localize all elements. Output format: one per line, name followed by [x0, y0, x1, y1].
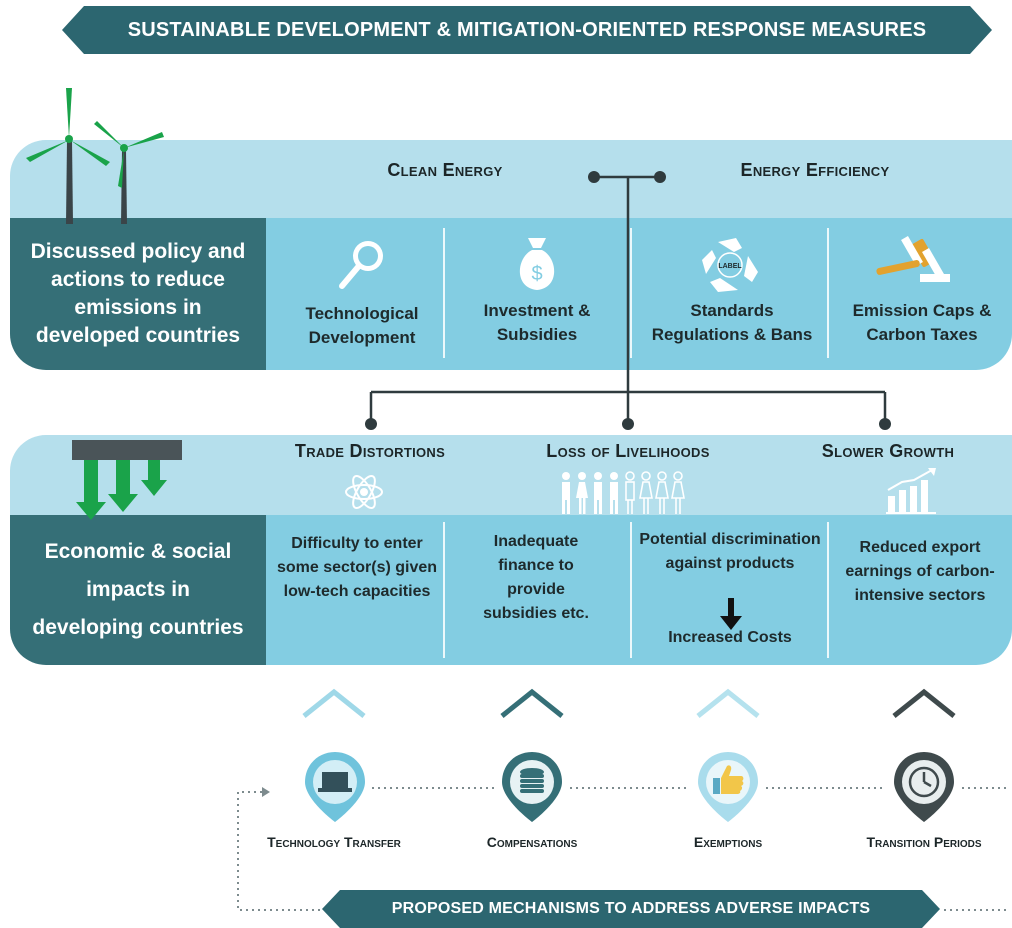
impact-inadequate-finance: Inadequate finance to provide subsidies … [483, 533, 589, 622]
divider [443, 522, 445, 658]
atom-icon [345, 475, 383, 509]
thumbs-up-icon [698, 752, 758, 822]
policy-items-band [265, 218, 1012, 370]
policy-label: Discussed policy and actions to reduce e… [30, 240, 246, 347]
chevrons [302, 688, 956, 718]
people-icon [562, 471, 685, 514]
laptop-icon [305, 752, 365, 822]
dotted-flow-lines [237, 787, 1010, 911]
divider [630, 522, 632, 658]
heading-clean-energy: Clean Energy [387, 160, 503, 180]
item-investment-subsidies: Investment & Subsidies [483, 301, 591, 344]
svg-text:$: $ [531, 263, 542, 285]
heading-slower-growth: Slower Growth [821, 441, 955, 461]
connector-lines [365, 171, 891, 430]
mechanism-transition-periods: Transition Periods [866, 834, 982, 850]
mechanism-exemptions: Exemptions [693, 834, 763, 850]
impact-difficulty-enter-sectors: Difficulty to enter some sector(s) given… [276, 535, 438, 600]
money-bag-icon: $ [519, 238, 555, 290]
bar-growth-icon [886, 468, 936, 514]
label-text: LABEL [718, 263, 742, 270]
divider [827, 228, 829, 358]
item-standards-regulations-bans: Standards Regulations & Bans [651, 301, 813, 344]
mechanism-technology-transfer: Technology Transfer [267, 834, 401, 850]
mechanism-compensations: Compensations [486, 834, 578, 850]
impact-reduced-export-earnings: Reduced export earnings of carbon-intens… [845, 539, 995, 604]
mechanisms-title: PROPOSED MECHANISMS TO ADDRESS ADVERSE I… [391, 900, 871, 917]
heading-energy-efficiency: Energy Efficiency [740, 160, 890, 180]
recycle-label-icon: LABEL [702, 238, 758, 292]
item-emission-caps-carbon-taxes: Emission Caps & Carbon Taxes [852, 301, 992, 344]
impact-potential-discrimination: Potential discrimination against product… [639, 531, 821, 572]
heading-loss-of-livelihoods: Loss of Livelihoods [546, 441, 710, 461]
policy-label-box: Discussed policy and actions to reduce e… [10, 218, 266, 370]
decline-arrows-icon [72, 440, 182, 520]
divider [827, 522, 829, 658]
mechanisms-banner: PROPOSED MECHANISMS TO ADDRESS ADVERSE I… [322, 890, 940, 928]
impacts-items-band [265, 515, 1012, 665]
item-technological-development: Technological Development [305, 304, 419, 347]
heading-trade-distortions: Trade Distortions [294, 441, 446, 461]
impacts-label: Economic & social impacts in developing … [32, 540, 244, 639]
wind-turbine-icon [26, 88, 164, 224]
impact-increased-costs: Increased Costs [668, 629, 792, 646]
title-text: SUSTAINABLE DEVELOPMENT & MITIGATION-ORI… [127, 18, 927, 41]
title-banner: SUSTAINABLE DEVELOPMENT & MITIGATION-ORI… [62, 6, 992, 54]
down-arrow-icon [720, 598, 742, 630]
clock-icon [894, 752, 954, 822]
divider [630, 228, 632, 358]
magnifier-icon [339, 241, 383, 289]
impacts-label-box: Economic & social impacts in developing … [10, 515, 266, 665]
coin-stack-icon [502, 752, 562, 822]
gavel-icon [876, 236, 950, 282]
divider [443, 228, 445, 358]
